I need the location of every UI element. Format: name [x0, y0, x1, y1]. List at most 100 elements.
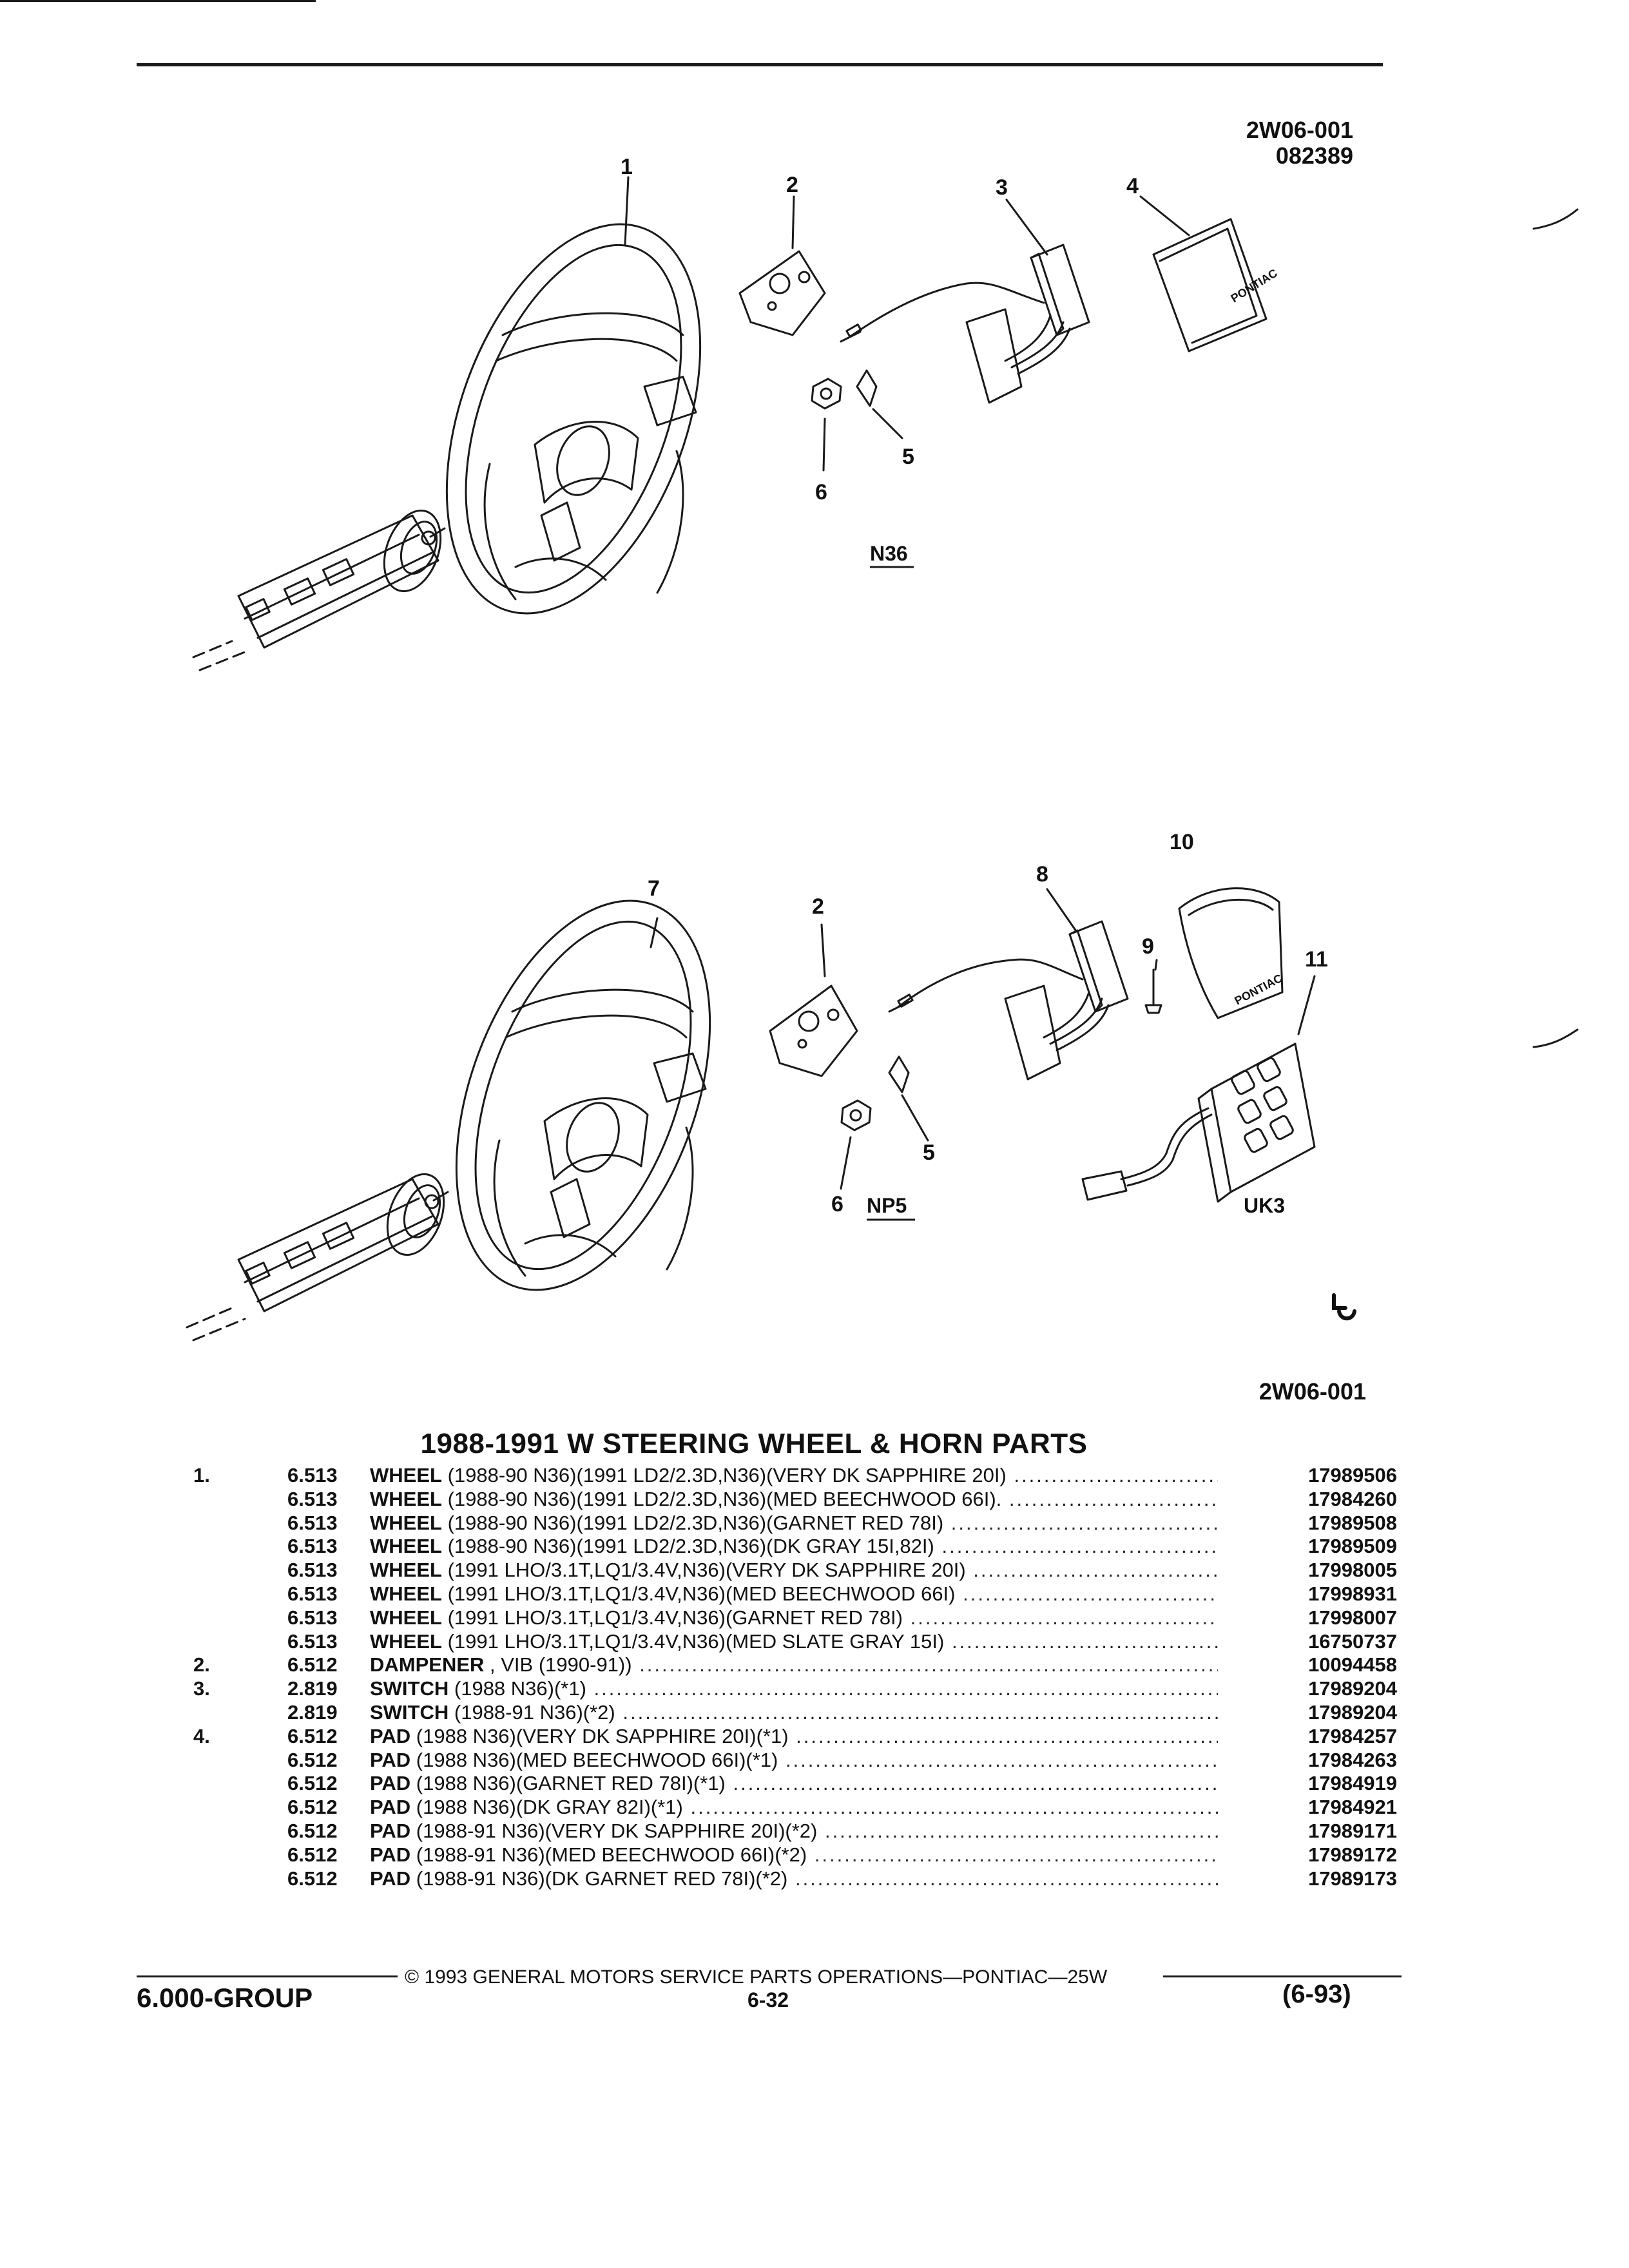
callout-6: 6: [815, 480, 827, 505]
part-usage: (1988-91 N36)(VERY DK SAPPHIRE 20I)(*2): [416, 1819, 818, 1842]
item-number: 2.: [193, 1653, 210, 1677]
part-name: WHEEL: [370, 1559, 442, 1582]
part-number: 17998005: [1308, 1559, 1397, 1582]
part-number: 10094458: [1308, 1653, 1397, 1677]
leader-dots: ........................................…: [910, 1606, 1218, 1629]
part-name: WHEEL: [370, 1511, 442, 1534]
part-name: PAD: [370, 1819, 411, 1842]
part-usage: (1988-90 N36)(1991 LD2/2.3D,N36)(MED BEE…: [447, 1487, 1002, 1510]
revision-date: (6-93): [1282, 1980, 1351, 2008]
part-usage: (1988-91 N36)(DK GARNET RED 78I)(*2): [416, 1867, 788, 1890]
group-number: 6.512: [287, 1748, 338, 1771]
part-usage: (1988 N36)(DK GRAY 82I)(*1): [416, 1796, 683, 1819]
parts-list-title: 1988-1991 W STEERING WHEEL & HORN PARTS: [420, 1428, 1088, 1459]
callout-6-bottom: 6: [831, 1192, 843, 1216]
radio-control-module: [1081, 1043, 1316, 1203]
part-description: PAD (1988 N36)(GARNET RED 78I)(*1) .....…: [370, 1772, 1218, 1795]
part-description: SWITCH (1988-91 N36)(*2) ...............…: [370, 1701, 1218, 1724]
part-number: 17989171: [1308, 1819, 1397, 1842]
horn-switch-top: [840, 244, 1090, 404]
part-usage: (1988-91 N36)(MED BEECHWOOD 66I)(*2): [416, 1843, 807, 1866]
parts-row: 6.512 PAD (1988 N36)(MED BEECHWOOD 66I)(*…: [193, 1749, 1405, 1773]
leader-dots: ........................................…: [973, 1559, 1218, 1582]
item-number: 1.: [193, 1464, 210, 1486]
part-number: 17989509: [1308, 1535, 1397, 1558]
page-number: 6-32: [747, 1988, 789, 2012]
drawing-number: 2W06-001: [1246, 117, 1353, 143]
part-name: WHEEL: [370, 1629, 442, 1653]
part-name: PAD: [370, 1843, 411, 1866]
part-description: PAD (1988 N36)(VERY DK SAPPHIRE 20I)(*1)…: [370, 1725, 1218, 1748]
callout-7: 7: [648, 876, 660, 901]
part-usage: (1988-90 N36)(1991 LD2/2.3D,N36)(DK GRAY…: [447, 1535, 934, 1558]
leader-dots: ........................................…: [639, 1653, 1218, 1677]
footer-rule-left: [137, 1975, 398, 1977]
part-number: 17989172: [1308, 1843, 1397, 1866]
drawing-id-bottom: 2W06-001: [1258, 1378, 1366, 1405]
part-usage: (1991 LHO/3.1T,LQ1/3.4V,N36)(VERY DK SAP…: [447, 1559, 966, 1582]
part-name: SWITCH: [370, 1677, 449, 1700]
screw-bottom: [1144, 968, 1162, 1014]
part-description: PAD (1988-91 N36)(VERY DK SAPPHIRE 20I)(…: [370, 1820, 1218, 1843]
part-usage: (1991 LHO/3.1T,LQ1/3.4V,N36)(MED SLATE G…: [447, 1629, 945, 1653]
part-number: 17989506: [1308, 1464, 1397, 1486]
part-name: WHEEL: [370, 1464, 442, 1486]
dampener-top: [738, 250, 826, 336]
part-name: WHEEL: [370, 1535, 442, 1558]
part-description: PAD (1988 N36)(MED BEECHWOOD 66I)(*1) ..…: [370, 1749, 1218, 1772]
part-usage: (1988-91 N36)(*2): [454, 1700, 615, 1724]
leader-dots: ........................................…: [733, 1772, 1218, 1795]
leader-dots: ........................................…: [785, 1748, 1218, 1771]
part-number: 17989204: [1308, 1677, 1397, 1700]
part-usage: (1988 N36)(MED BEECHWOOD 66I)(*1): [416, 1748, 778, 1771]
callout-8: 8: [1036, 862, 1048, 887]
parts-row: 6.513 WHEEL (1988-90 N36)(1991 LD2/2.3D,N…: [193, 1535, 1405, 1559]
nut-and-contact-bottom: [840, 1055, 910, 1131]
parts-row: 2.819 SWITCH (1988-91 N36)(*2) ..........…: [193, 1701, 1405, 1725]
part-name: WHEEL: [370, 1606, 442, 1629]
leader-dots: ........................................…: [622, 1700, 1218, 1724]
part-number: 17984257: [1308, 1724, 1397, 1747]
callout-5-bottom: 5: [923, 1140, 935, 1165]
leader-dots: ........................................…: [1014, 1464, 1218, 1486]
part-number: 17989173: [1308, 1867, 1397, 1890]
part-description: WHEEL (1991 LHO/3.1T,LQ1/3.4V,N36)(MED S…: [370, 1630, 1218, 1653]
option-code-np5: NP5: [867, 1194, 907, 1217]
group-number: 6.513: [287, 1511, 338, 1534]
item-number: 4.: [193, 1724, 210, 1747]
leader-dots: ........................................…: [796, 1724, 1218, 1747]
group-number: 6.513: [287, 1535, 338, 1558]
exploded-view-diagram: PONTIAC PONTIAC 1 2 3 4 5 6 N36 7 2 8 9 …: [186, 155, 1579, 1341]
part-usage: (1991 LHO/3.1T,LQ1/3.4V,N36)(GARNET RED …: [447, 1606, 903, 1629]
part-description: PAD (1988-91 N36)(MED BEECHWOOD 66I)(*2)…: [370, 1843, 1218, 1867]
group-number: 6.513: [287, 1559, 338, 1582]
item-number: 3.: [193, 1677, 210, 1700]
group-number: 6.512: [287, 1843, 338, 1866]
group-number: 2.819: [287, 1677, 338, 1700]
part-usage: (1988-90 N36)(1991 LD2/2.3D,N36)(GARNET …: [447, 1511, 944, 1534]
parts-row: 6.512 PAD (1988 N36)(GARNET RED 78I)(*1) …: [193, 1772, 1405, 1796]
part-number: 17998007: [1308, 1606, 1397, 1629]
part-description: PAD (1988 N36)(DK GRAY 82I)(*1) ........…: [370, 1796, 1218, 1819]
drawing-id-top: 2W06-001 082389: [1192, 117, 1353, 169]
part-number: 16750737: [1308, 1629, 1397, 1653]
part-number: 17989204: [1308, 1700, 1397, 1724]
group-number: 6.513: [287, 1464, 338, 1486]
callout-1: 1: [621, 155, 633, 179]
part-description: PAD (1988-91 N36)(DK GARNET RED 78I)(*2)…: [370, 1867, 1218, 1890]
part-name: PAD: [370, 1748, 411, 1771]
footer-rule-right: [1163, 1975, 1402, 1977]
group-number: 6.512: [287, 1772, 338, 1795]
leader-dots: ........................................…: [814, 1843, 1218, 1866]
group-number: 2.819: [287, 1700, 338, 1724]
dampener-bottom: [769, 985, 858, 1077]
part-description: WHEEL (1991 LHO/3.1T,LQ1/3.4V,N36)(MED B…: [370, 1582, 1218, 1606]
nut-and-contact-top: [811, 369, 878, 410]
part-number: 17998931: [1308, 1582, 1397, 1605]
